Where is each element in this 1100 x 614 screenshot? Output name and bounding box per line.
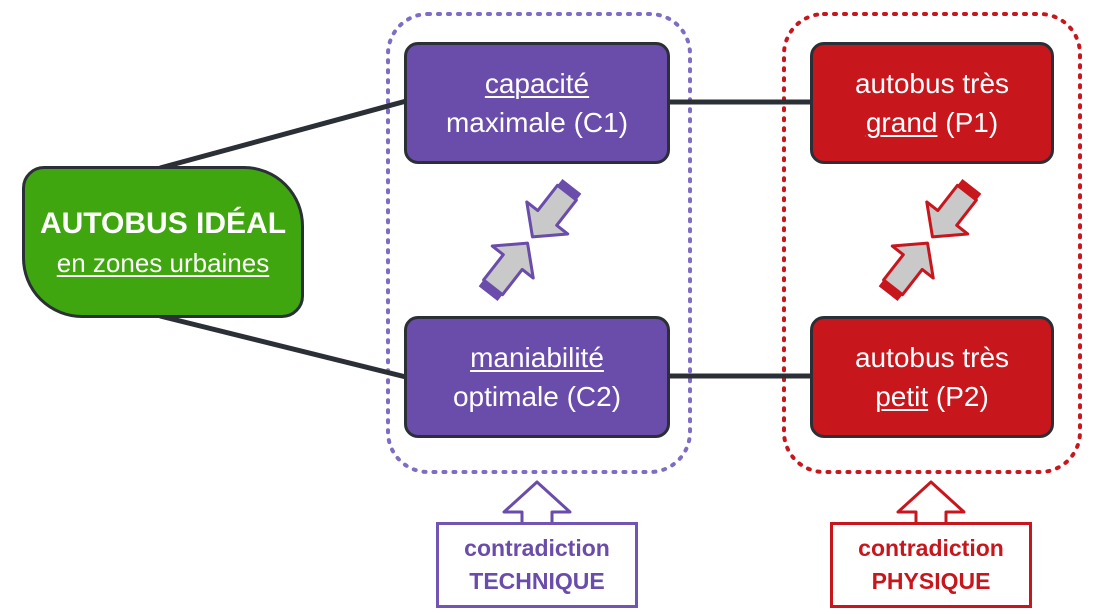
p2-keyword: petit bbox=[875, 381, 929, 412]
p1-prefix: autobus très bbox=[854, 67, 1010, 99]
technical-opposing-arrows-icon bbox=[478, 179, 582, 301]
p1-suffix: (P1) bbox=[937, 107, 999, 138]
p2-prefix: autobus très bbox=[854, 341, 1010, 373]
ideal-bus-node: AUTOBUS IDÉAL en zones urbaines bbox=[22, 166, 304, 318]
ideal-bus-subtitle: en zones urbaines bbox=[56, 247, 270, 278]
p2-suffix: (P2) bbox=[928, 381, 989, 412]
technical-up-arrow-icon bbox=[502, 480, 572, 526]
c2-text: optimale (C2) bbox=[452, 381, 622, 412]
property-p1-node: autobus très grand (P1) bbox=[810, 42, 1054, 164]
c2-keyword: maniabilité bbox=[470, 341, 604, 373]
p1-keyword: grand bbox=[865, 107, 938, 138]
requirement-c1-node: capacité maximale (C1) bbox=[404, 42, 670, 164]
physical-up-arrow-icon bbox=[896, 480, 966, 526]
requirement-c2-node: maniabilité optimale (C2) bbox=[404, 316, 670, 438]
technical-group-frame bbox=[386, 12, 692, 474]
physical-opposing-arrows-icon bbox=[878, 179, 982, 301]
property-p2-node: autobus très petit (P2) bbox=[810, 316, 1054, 438]
physical-contradiction-label: contradiction PHYSIQUE bbox=[830, 522, 1032, 608]
connector-ideal-c1 bbox=[159, 97, 411, 171]
physical-group-frame bbox=[782, 12, 1082, 474]
connector-ideal-c2 bbox=[159, 313, 411, 381]
technical-contradiction-label: contradiction TECHNIQUE bbox=[436, 522, 638, 608]
c1-text: maximale (C1) bbox=[445, 107, 629, 138]
c1-keyword: capacité bbox=[484, 67, 590, 99]
ideal-bus-title: AUTOBUS IDÉAL bbox=[39, 206, 287, 240]
